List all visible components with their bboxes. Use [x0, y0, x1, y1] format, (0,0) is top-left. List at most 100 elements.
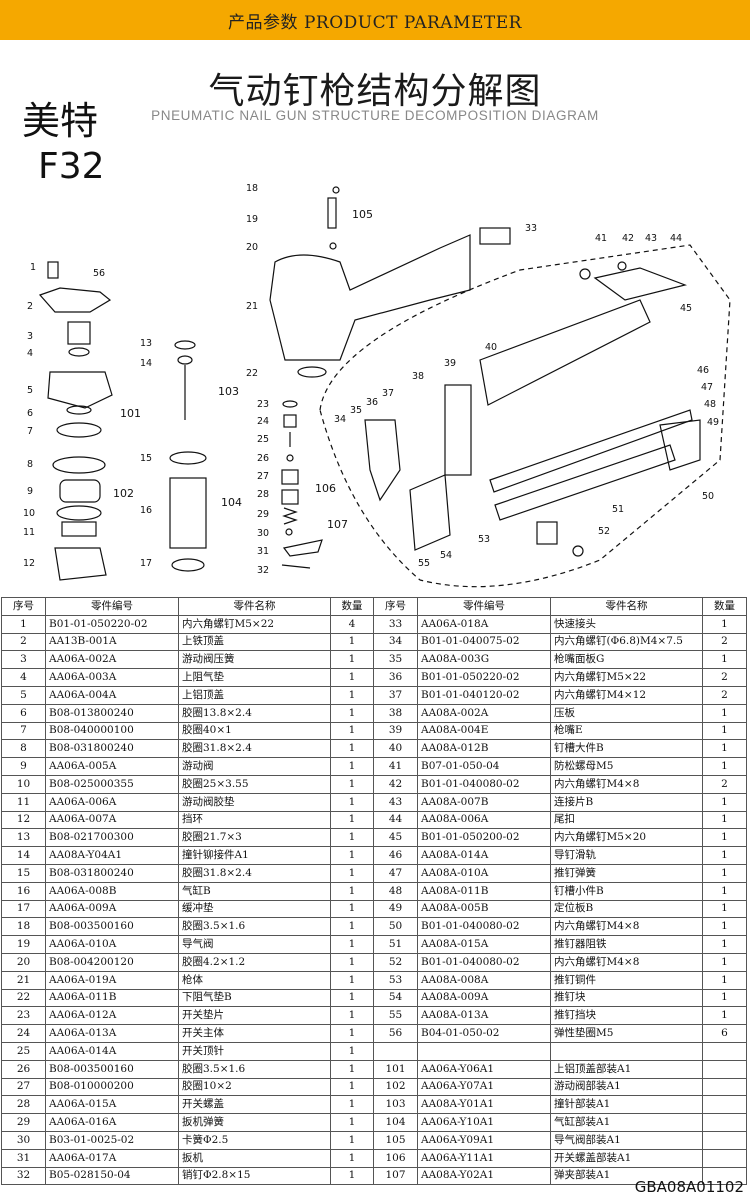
cell-qty: 1 — [330, 1077, 374, 1097]
cell-part-name: 内六角螺钉M5×22 — [178, 614, 331, 634]
cell-qty: 1 — [330, 668, 374, 687]
cell-part-name: 游动阀胶垫 — [178, 792, 331, 812]
cell-part-code: AA08A-011B — [417, 881, 551, 901]
cell-no: 1 — [1, 614, 46, 634]
cell-part-code: B01-01-040080-02 — [417, 917, 551, 937]
cell-part-name: 上铝顶盖部装A1 — [550, 1059, 703, 1079]
cell-part-code: AA08A-008A — [417, 970, 551, 990]
brand-name: 美特 — [22, 99, 99, 143]
cell-no: 10 — [1, 774, 46, 794]
callout-103: 103 — [218, 385, 239, 398]
cell-part-code: B01-01-040080-02 — [417, 774, 551, 794]
callout-19: 19 — [246, 214, 258, 225]
cell-qty: 1 — [330, 757, 374, 776]
callout-41: 41 — [595, 233, 607, 244]
cell-qty: 1 — [330, 1130, 374, 1150]
cell-no: 48 — [373, 881, 418, 901]
cell-no: 51 — [373, 935, 418, 954]
header-part-code: 零件编号 — [417, 597, 551, 616]
cell-part-name: 开关主体 — [178, 1024, 331, 1043]
cell-qty: 1 — [330, 1006, 374, 1026]
callout-106: 106 — [315, 482, 336, 495]
cell-qty: 1 — [330, 917, 374, 937]
cell-part-code: B01-01-040120-02 — [417, 685, 551, 705]
cell-part-code: AA06A-007A — [45, 810, 179, 830]
cell-no: 20 — [1, 952, 46, 972]
cell-part-name: 胶圈3.5×1.6 — [178, 917, 331, 937]
cell-part-code: AA08A-002A — [417, 703, 551, 723]
cell-part-name: 游动阀部装A1 — [550, 1077, 703, 1097]
cell-part-name: 推钉块 — [550, 988, 703, 1008]
cell-part-code: AA06A-008B — [45, 881, 179, 901]
callout-14: 14 — [140, 358, 152, 369]
cell-part-name: 开关垫片 — [178, 1006, 331, 1026]
callout-105: 105 — [352, 208, 373, 221]
cell-part-name: 内六角螺钉M5×22 — [550, 668, 703, 687]
cell-part-name: 导气阀 — [178, 935, 331, 954]
cell-no: 33 — [373, 614, 418, 634]
cell-qty: 1 — [330, 1041, 374, 1061]
cell-no: 35 — [373, 650, 418, 670]
cell-part-name: 内六角螺钉M4×8 — [550, 917, 703, 937]
cell-qty: 1 — [330, 1113, 374, 1132]
callout-46: 46 — [697, 365, 709, 376]
callout-20: 20 — [246, 242, 258, 253]
cell-no: 9 — [1, 757, 46, 776]
cell-no: 105 — [373, 1130, 418, 1150]
callout-43: 43 — [645, 233, 657, 244]
exploded-diagram: 1 2 3 4 5 6 7 8 9 10 11 12 13 14 15 16 1… — [23, 183, 731, 588]
cell-no: 50 — [373, 917, 418, 937]
cell-part-code: AA06A-014A — [45, 1041, 179, 1061]
cell-no: 6 — [1, 703, 46, 723]
cell-part-code: AA08A-013A — [417, 1006, 551, 1026]
callout-42: 42 — [622, 233, 634, 244]
page-subtitle: PNEUMATIC NAIL GUN STRUCTURE DECOMPOSITI… — [151, 108, 599, 123]
cell-no: 14 — [1, 846, 46, 865]
cell-no: 32 — [1, 1166, 46, 1186]
cell-part-name: 上铝顶盖 — [178, 685, 331, 705]
callout-39: 39 — [444, 358, 456, 369]
cell-qty: 1 — [330, 899, 374, 919]
callout-36: 36 — [366, 397, 378, 408]
cell-part-name: 内六角螺钉M4×8 — [550, 774, 703, 794]
cell-qty: 1 — [330, 846, 374, 865]
cell-part-name: 游动阀 — [178, 757, 331, 776]
cell-qty: 1 — [702, 881, 747, 901]
cell-qty: 1 — [330, 828, 374, 848]
cell-part-name: 胶圈31.8×2.4 — [178, 739, 331, 759]
cell-part-name: 枪体 — [178, 970, 331, 990]
cell-part-code: AA06A-011B — [45, 988, 179, 1008]
cell-no: 15 — [1, 863, 46, 883]
cell-no: 30 — [1, 1130, 46, 1150]
cell-no: 19 — [1, 935, 46, 954]
cell-part-name: 定位板B — [550, 899, 703, 919]
cell-qty — [702, 1166, 747, 1186]
cell-part-name: 卡簧Φ2.5 — [178, 1130, 331, 1150]
cell-part-name: 快速接头 — [550, 614, 703, 634]
cell-no: 24 — [1, 1024, 46, 1043]
cell-part-code: B08-004200120 — [45, 952, 179, 972]
cell-no: 13 — [1, 828, 46, 848]
cell-part-code: B08-021700300 — [45, 828, 179, 848]
cell-no: 54 — [373, 988, 418, 1008]
cell-no: 25 — [1, 1041, 46, 1061]
cell-part-code: AA06A-006A — [45, 792, 179, 812]
cell-part-code: AA08A-009A — [417, 988, 551, 1008]
cell-qty: 6 — [702, 1024, 747, 1043]
callout-2: 2 — [27, 301, 33, 312]
cell-qty: 1 — [330, 721, 374, 741]
cell-no: 28 — [1, 1095, 46, 1115]
cell-qty: 2 — [702, 685, 747, 705]
cell-part-name: 推钉铜件 — [550, 970, 703, 990]
cell-part-code: AA06A-005A — [45, 757, 179, 776]
cell-no: 8 — [1, 739, 46, 759]
